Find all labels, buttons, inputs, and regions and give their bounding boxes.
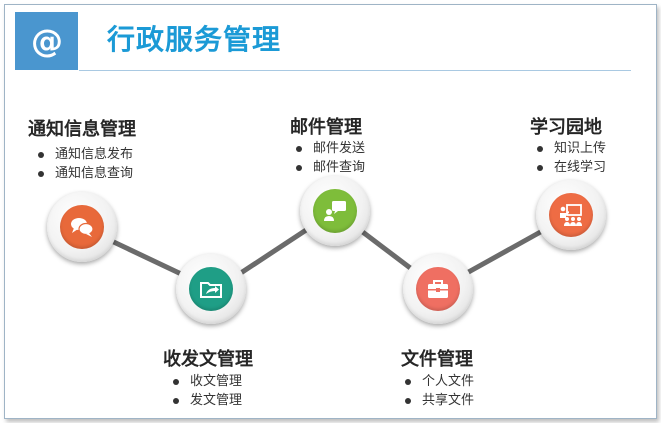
at-sign-icon: @	[31, 22, 63, 60]
briefcase-icon	[428, 280, 448, 298]
page-title: 行政服务管理	[107, 23, 282, 56]
node-circle-mail	[300, 176, 370, 246]
list-item: 共享文件	[402, 391, 474, 410]
logo-box: @	[15, 12, 78, 70]
node-list-learning: 知识上传 在线学习	[534, 139, 606, 177]
list-item: 通知信息发布	[35, 145, 133, 164]
node-circle-learning	[536, 180, 606, 250]
node-list-mail: 邮件发送 邮件查询	[293, 139, 365, 177]
node-circle-notice	[47, 192, 117, 262]
title-divider	[79, 70, 631, 71]
node-list-document-flow: 收文管理 发文管理	[170, 372, 242, 410]
node-list-notice: 通知信息发布 通知信息查询	[35, 145, 133, 183]
node-circle-document-flow	[176, 254, 246, 324]
folder-share-icon	[200, 282, 222, 298]
node-title-notice: 通知信息管理	[28, 119, 136, 140]
node-title-learning: 学习园地	[530, 117, 602, 138]
chat-person-icon	[324, 201, 346, 221]
list-item: 邮件发送	[293, 139, 365, 158]
list-item: 在线学习	[534, 158, 606, 177]
list-item: 邮件查询	[293, 158, 365, 177]
speech-bubbles-icon	[71, 218, 94, 237]
node-circle-files	[403, 254, 473, 324]
list-item: 收文管理	[170, 372, 242, 391]
svg-text:@: @	[31, 22, 63, 60]
list-item: 个人文件	[402, 372, 474, 391]
node-list-files: 个人文件 共享文件	[402, 372, 474, 410]
list-item: 知识上传	[534, 139, 606, 158]
list-item: 通知信息查询	[35, 164, 133, 183]
list-item: 发文管理	[170, 391, 242, 410]
presentation-icon	[560, 204, 582, 226]
node-title-files: 文件管理	[401, 349, 473, 370]
node-title-mail: 邮件管理	[290, 117, 362, 138]
node-title-document-flow: 收发文管理	[163, 349, 253, 370]
